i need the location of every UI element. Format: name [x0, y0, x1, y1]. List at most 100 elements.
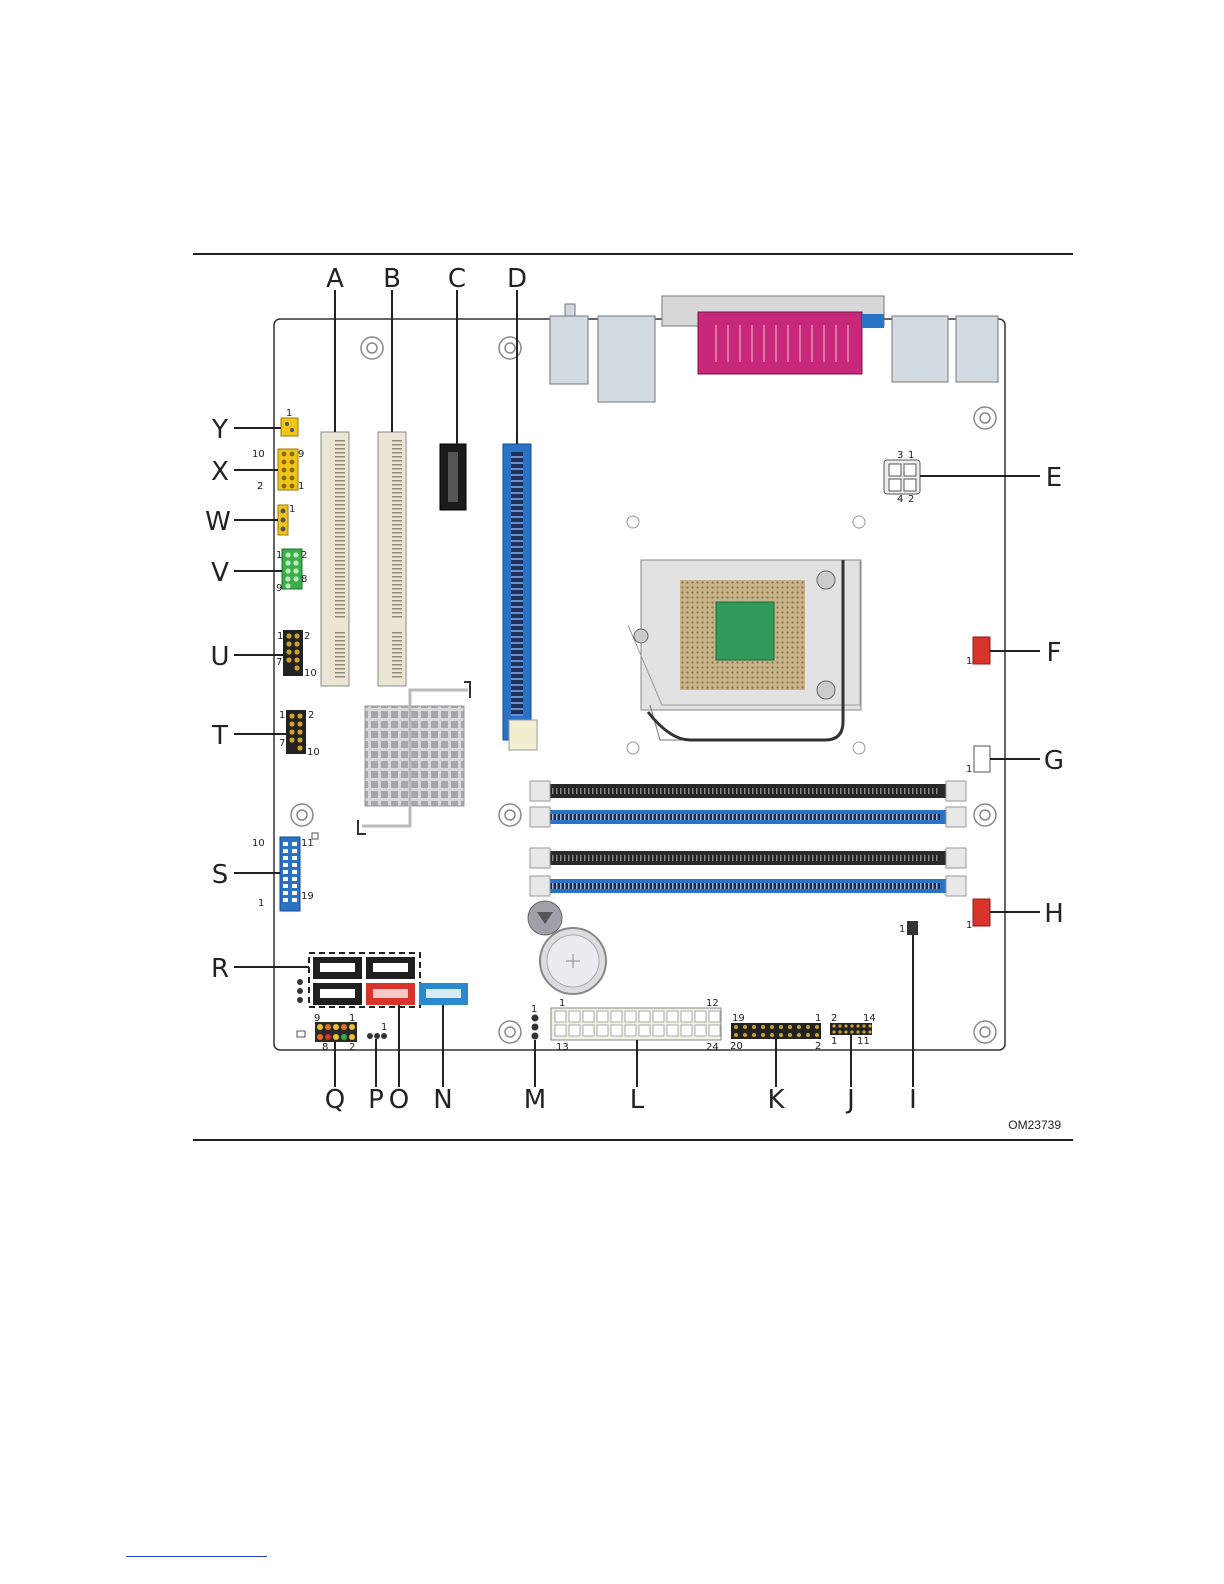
callout-w: W: [205, 507, 231, 537]
dimm-slot: [530, 848, 966, 868]
callout-y: Y: [211, 415, 228, 445]
dimm-slot: [530, 876, 966, 896]
pin-label: 1: [966, 656, 972, 667]
jumper-w: [278, 505, 288, 535]
header-t: [286, 710, 306, 754]
pin-label: 8: [322, 1042, 328, 1053]
pcie-latch: [509, 720, 537, 750]
callout-j: J: [845, 1085, 855, 1115]
sata-connector: [366, 957, 415, 979]
pin-label: 1: [966, 764, 972, 775]
header-x: [278, 449, 298, 490]
cpu-die: [716, 602, 774, 660]
pin-label: 10: [307, 747, 320, 758]
callout-a: A: [326, 264, 344, 294]
usb-stack-right-2: [956, 316, 998, 382]
main-power-connector-l: [551, 1008, 721, 1040]
callout-e: E: [1046, 463, 1062, 493]
header-k: [731, 1023, 821, 1039]
fan-header-h: [973, 899, 990, 926]
pin-label: 10: [252, 838, 265, 849]
pin-label: 1: [966, 920, 972, 931]
pin-label: 9: [298, 449, 304, 460]
pin-label: 11: [857, 1036, 870, 1047]
usb-lan-stack: [598, 316, 655, 402]
pin-label: 2: [301, 550, 307, 561]
pin-label: 7: [276, 657, 282, 668]
sata-connector: [313, 983, 362, 1005]
pin-label: 2: [831, 1013, 837, 1024]
audio-jack-stack: [550, 316, 588, 384]
callout-v: V: [211, 558, 229, 588]
pin-label: 2: [815, 1041, 821, 1052]
callout-m: M: [524, 1085, 546, 1115]
pin-label: 1: [815, 1013, 821, 1024]
pin-label: 1: [349, 1013, 355, 1024]
pin-label: 1: [899, 924, 905, 935]
dimm-slot: [530, 781, 966, 801]
fan-header-f: [973, 637, 990, 664]
pci-slot-b: [378, 432, 406, 686]
pin-label: 1: [559, 998, 565, 1009]
callout-b: B: [383, 264, 401, 294]
pci-slot-a: [321, 432, 349, 686]
dimm-slot: [530, 807, 966, 827]
sata-connector-n: [419, 983, 468, 1005]
vga-nub: [862, 314, 884, 328]
pin-label: 24: [706, 1042, 719, 1053]
callout-x: X: [211, 457, 229, 487]
pin-label: 1: [279, 710, 285, 721]
jumper-i: [907, 921, 918, 935]
pin-label: 1: [289, 504, 295, 515]
header-g: [974, 746, 990, 772]
pin-label: 1: [908, 450, 914, 461]
callout-f: F: [1047, 638, 1062, 668]
pin-label: 2: [257, 481, 263, 492]
pin-label: 1: [277, 631, 283, 642]
pin-label: 1: [298, 481, 304, 492]
callout-g: G: [1044, 746, 1064, 776]
jumper-near-r: [297, 979, 303, 1003]
header-v: [282, 549, 302, 589]
callout-n: N: [433, 1085, 452, 1115]
usb-stack-right-1: [892, 316, 948, 382]
callout-l: L: [630, 1085, 645, 1115]
pin-label: 10: [252, 449, 265, 460]
pin-label: 2: [304, 631, 310, 642]
pin-label: 1: [276, 550, 282, 561]
pin-label: 3: [897, 450, 903, 461]
callout-k: K: [767, 1085, 785, 1115]
pin-label: 20: [730, 1041, 743, 1052]
callout-p: P: [368, 1085, 384, 1115]
parallel-port: [698, 312, 862, 374]
pin-label: 8: [301, 574, 307, 585]
pcie-x1-slot-c: [440, 444, 466, 510]
pin-label: 1: [258, 898, 264, 909]
callout-o: O: [389, 1085, 409, 1115]
pin-label: 4: [897, 494, 903, 505]
header-u: [283, 630, 303, 676]
callout-d: D: [507, 264, 527, 294]
footer-link-underline: [126, 1556, 267, 1557]
sata-connector: [313, 957, 362, 979]
jumper-y: [281, 418, 298, 436]
pin-label: 7: [279, 738, 285, 749]
pin-label: 2: [908, 494, 914, 505]
pin-label: 1: [381, 1022, 387, 1033]
pin-label: 9: [314, 1013, 320, 1024]
pin-label: 1: [831, 1036, 837, 1047]
pin-label: 19: [732, 1013, 745, 1024]
callout-t: T: [211, 721, 228, 751]
figure-id: OM23739: [1008, 1118, 1061, 1132]
header-j: [830, 1023, 872, 1035]
jumper-m: [532, 1015, 539, 1040]
atx12v-connector-e: [884, 460, 920, 494]
header-p: [367, 1033, 387, 1039]
pin-label: 12: [706, 998, 719, 1009]
pin-label: 2: [349, 1042, 355, 1053]
callout-u: U: [210, 642, 229, 672]
callout-h: H: [1044, 899, 1064, 929]
callout-r: R: [211, 954, 229, 984]
callout-s: S: [212, 860, 229, 890]
